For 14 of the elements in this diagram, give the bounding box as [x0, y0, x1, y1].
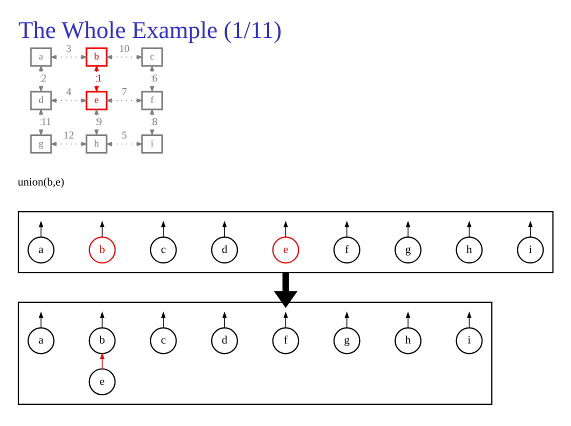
edge-label: 3: [66, 44, 72, 55]
edge-label: 2: [41, 74, 46, 85]
edge-label: 4: [66, 87, 72, 98]
edge-label: 9: [96, 117, 102, 128]
edge-label: 1: [96, 74, 102, 85]
edge-label: 5: [122, 130, 127, 142]
edge-label: 12: [64, 130, 74, 142]
diagram-title: The Whole Example (1/11): [18, 16, 282, 44]
edge-label: 11: [41, 117, 52, 128]
edge-label: 8: [152, 117, 158, 128]
edge-label: 7: [122, 87, 127, 98]
label: union(b,e): [18, 176, 64, 189]
edge-label: 6: [152, 74, 158, 85]
edge-label: 10: [119, 44, 130, 55]
